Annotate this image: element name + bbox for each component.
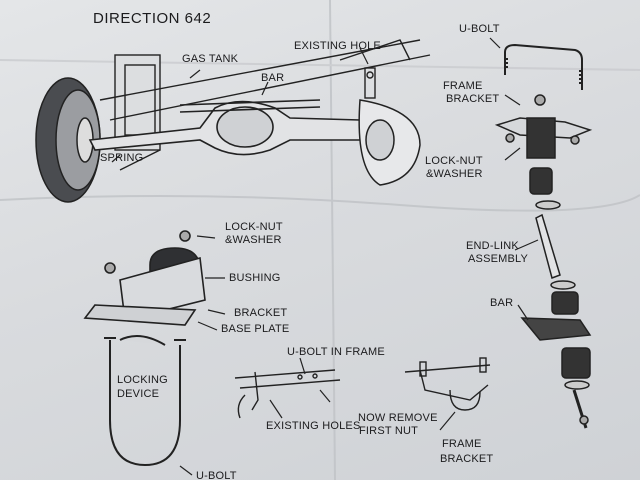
bracket-label: BRACKET (234, 307, 288, 319)
frame-bracket-detail (404, 357, 491, 411)
frame-detail (234, 369, 341, 419)
u-bolt-label-top: U-BOLT (459, 23, 500, 35)
u-bolt-in-frame-label: U-BOLT IN FRAME (287, 346, 385, 358)
locking-device-label-line2: DEVICE (117, 388, 160, 400)
gas-tank-label: GAS TANK (182, 53, 239, 65)
existing-hole-label: EXISTING HOLE (294, 40, 381, 52)
locking-u-bolt (104, 335, 186, 467)
now-remove-label-line2: FIRST NUT (359, 425, 419, 437)
right-wheel (358, 99, 421, 186)
lock-nut-label-right-line2: &WASHER (426, 168, 483, 180)
end-link-label-line2: ASSEMBLY (468, 253, 529, 265)
lock-nut-label-left-line2: &WASHER (225, 234, 282, 246)
base-plate-label: BASE PLATE (221, 323, 290, 335)
frame-bracket-part (494, 94, 593, 159)
callout-arrows (111, 37, 539, 476)
frame-bracket-label-bottom-line1: FRAME (442, 438, 482, 450)
bar-label-top: BAR (261, 72, 285, 84)
now-remove-label-line1: NOW REMOVE (358, 412, 438, 424)
frame-bracket-label-top-line1: FRAME (443, 80, 483, 92)
bushing-bracket-assembly (83, 230, 206, 326)
bar-label-right: BAR (490, 297, 514, 309)
frame-bracket-label-bottom-line2: BRACKET (440, 453, 494, 465)
frame-bracket-label-top-line2: BRACKET (446, 93, 500, 105)
existing-hole-bracket (364, 67, 376, 99)
locking-device-label-line1: LOCKING (117, 374, 168, 386)
end-link-stack (520, 167, 592, 429)
lock-nut-label-left-line1: LOCK-NUT (225, 221, 283, 233)
existing-holes-label: EXISTING HOLES (266, 420, 361, 432)
spring-label: SPRING (100, 152, 144, 164)
u-bolt-top-part (504, 43, 583, 90)
u-bolt-label-bottom: U-BOLT (196, 470, 237, 480)
lock-nut-label-right-line1: LOCK-NUT (425, 155, 483, 167)
document-title: DIRECTION 642 (93, 10, 212, 27)
bushing-label: BUSHING (229, 272, 281, 284)
end-link-label-line1: END-LINK (466, 240, 519, 252)
